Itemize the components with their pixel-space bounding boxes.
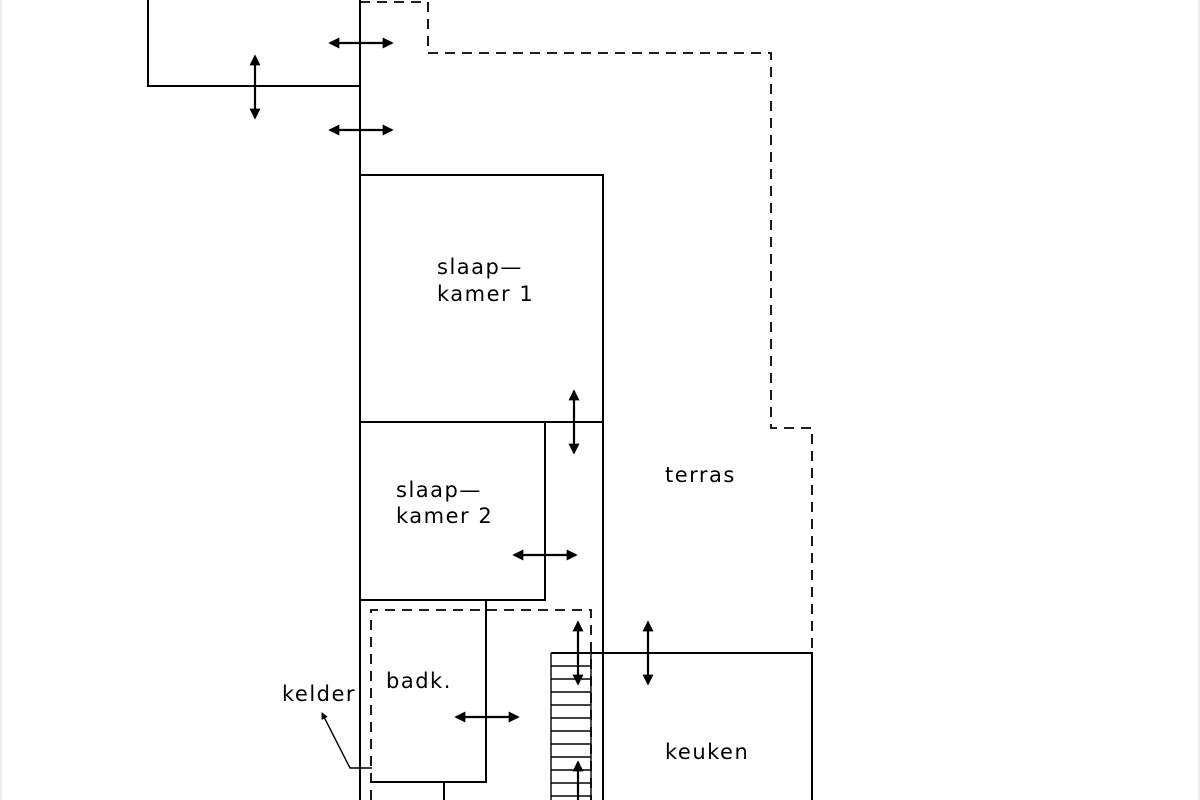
slaapkamer-1-label-line1: slaap— bbox=[437, 255, 523, 279]
slaapkamer-1-label-line2: kamer 1 bbox=[437, 282, 534, 306]
terras-outline bbox=[360, 1, 813, 652]
terras-label: terras bbox=[665, 463, 736, 487]
kelder-outline bbox=[370, 609, 592, 800]
kelder-pointer bbox=[321, 712, 372, 769]
slaapkamer-2-wall bbox=[360, 422, 546, 601]
slaapkamer-2-label-line2: kamer 2 bbox=[396, 504, 493, 528]
kelder-label: kelder bbox=[282, 682, 356, 706]
keuken-wall bbox=[551, 652, 813, 800]
top-left-room-wall bbox=[147, 0, 360, 87]
slaapkamer-2-label-line1: slaap— bbox=[396, 478, 482, 502]
keuken-label: keuken bbox=[665, 740, 749, 764]
badkamer-label: badk. bbox=[386, 669, 452, 693]
badkamer-wall bbox=[371, 600, 487, 783]
staircase bbox=[550, 652, 592, 800]
slaapkamer-1-wall bbox=[360, 174, 604, 800]
